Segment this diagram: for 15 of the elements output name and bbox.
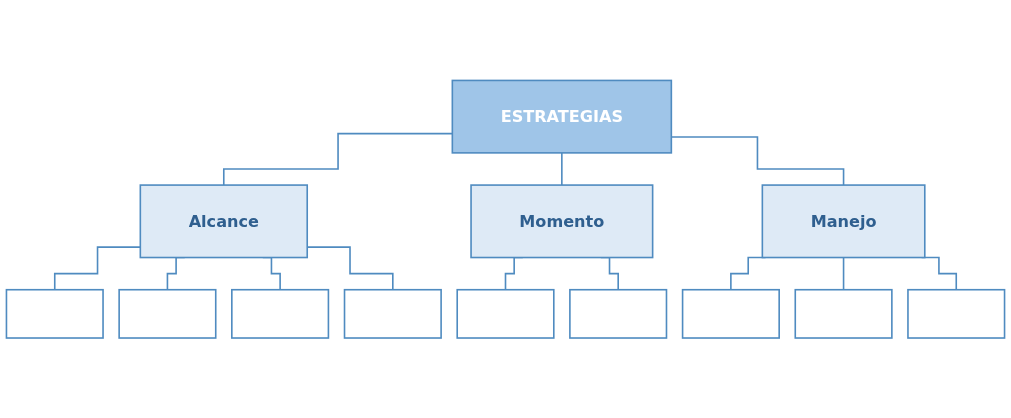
node-box xyxy=(907,288,1006,339)
node-box xyxy=(681,288,780,339)
node-box xyxy=(794,288,893,339)
connector xyxy=(561,151,563,186)
node-box xyxy=(456,288,555,339)
node-box xyxy=(118,288,217,339)
node-box xyxy=(343,288,442,339)
node-box xyxy=(5,288,104,339)
node-box: Manejo xyxy=(761,184,926,259)
node-box xyxy=(569,288,668,339)
node-box: Alcance xyxy=(139,184,309,259)
connector xyxy=(842,256,845,291)
node-box: ESTRATEGIAS xyxy=(451,79,673,154)
node-box xyxy=(231,288,330,339)
node-box: Momento xyxy=(470,184,654,259)
